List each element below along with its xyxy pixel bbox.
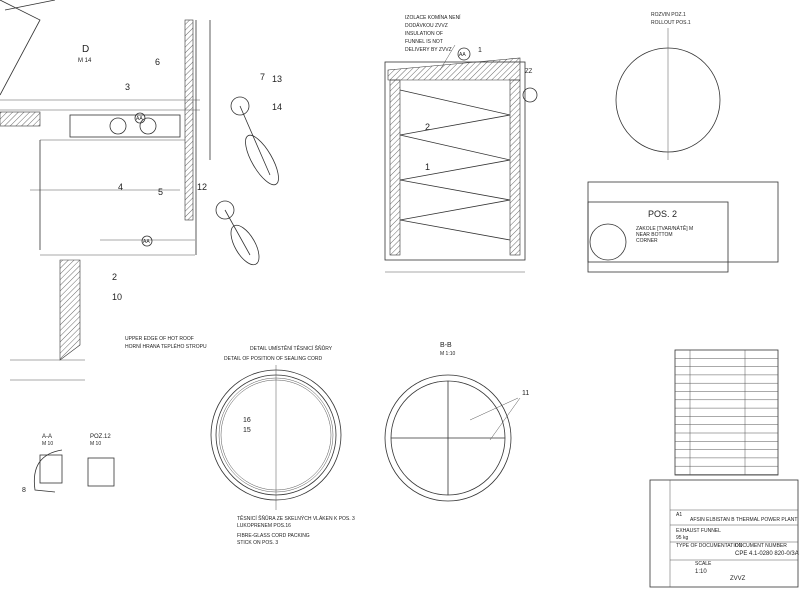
label: ZZ <box>525 69 533 75</box>
label: TĚSNICÍ ŠŇŮRA ZE SKELNÝCH VLÁKEN K POS. … <box>237 514 355 522</box>
label: POS. 2 <box>648 209 677 219</box>
label: DODÁVKOU ZVVZ <box>405 22 448 29</box>
detail-d: D M 14 AA AA 6 7 13 14 3 4 <box>0 0 282 381</box>
section-mark: AA <box>143 239 150 245</box>
label: CPE 4.1-0280 820-0/3A <box>735 551 799 557</box>
label: DETAIL UMÍSTĚNÍ TĚSNICÍ ŠŇŮRY <box>250 344 333 352</box>
label: ZAKOLE [TVAR/NÁTĚ] M <box>636 224 693 232</box>
pos2-plate: POS. 2 ZAKOLE [TVAR/NÁTĚ] M NEAR BOTTOM … <box>587 181 779 273</box>
label: 7 <box>260 72 265 82</box>
label: 1:10 <box>695 569 707 575</box>
label: M 10 <box>42 441 53 447</box>
label: EXHAUST FUNNEL <box>676 528 721 534</box>
label: 8 <box>22 487 26 494</box>
label: 12 <box>197 182 207 192</box>
label: 1 <box>478 47 482 54</box>
sealing-detail: DETAIL UMÍSTĚNÍ TĚSNICÍ ŠŇŮRY DETAIL OF … <box>210 344 355 546</box>
label: LUKOPRENEM POS.16 <box>237 523 291 529</box>
label: INSULATION OF <box>405 31 443 37</box>
label: 6 <box>155 57 160 67</box>
parts-list <box>674 349 779 476</box>
label: DOCUMENT NUMBER <box>735 543 787 549</box>
label: DELIVERY BY ZVVZ <box>405 47 452 53</box>
label: 16 <box>243 417 251 424</box>
label: IZOLACE KOMÍNA NENÍ <box>405 14 461 21</box>
label: 2 <box>112 272 117 282</box>
label: B-B <box>440 342 452 349</box>
label: 95 kg <box>676 535 688 541</box>
roof-note-cz: HORNÍ HRANA TEPLÉHO STROPU <box>125 343 207 350</box>
label: DETAIL OF POSITION OF SEALING CORD <box>224 356 322 362</box>
label: 5 <box>158 187 163 197</box>
section-mark: AA <box>136 116 143 122</box>
funnel-section: IZOLACE KOMÍNA NENÍ DODÁVKOU ZVVZ INSULA… <box>384 14 538 273</box>
label: 11 <box>522 390 529 397</box>
roof-note-en: UPPER EDGE OF HOT ROOF <box>125 336 194 342</box>
rollout-pos1: ROZVIN POZ.1 ROLLOUT POS.1 <box>615 12 721 160</box>
label: ROLLOUT POS.1 <box>651 20 691 26</box>
label: ZVVZ <box>730 576 746 582</box>
label: AFSIN ELBISTAN B THERMAL POWER PLANT <box>690 517 797 523</box>
poz12: POZ.12 M 10 <box>87 434 115 487</box>
label: A-A <box>42 434 52 440</box>
label: NEAR BOTTOM <box>636 232 673 238</box>
title-block: AFSIN ELBISTAN B THERMAL POWER PLANT A1 … <box>649 479 799 588</box>
label: STICK ON POS. 3 <box>237 540 278 546</box>
label: FIBRE-GLASS CORD PACKING <box>237 533 310 539</box>
label: TYPE OF DOCUMENTATION <box>676 543 743 549</box>
label: M 1:10 <box>440 351 456 357</box>
label: FUNNEL IS NOT <box>405 39 443 45</box>
wall-hatch <box>184 19 194 221</box>
position-numbers: 6 7 13 14 3 4 5 12 2 10 <box>112 57 282 302</box>
label: AA <box>459 52 466 58</box>
label: 1 <box>425 162 430 172</box>
label: POZ.12 <box>90 434 111 440</box>
label: SCALE <box>695 561 712 567</box>
label: 10 <box>112 292 122 302</box>
label: 14 <box>272 102 282 112</box>
label: 15 <box>243 427 251 434</box>
label: CORNER <box>636 238 658 244</box>
label: 3 <box>125 82 130 92</box>
label: M 10 <box>90 441 101 447</box>
label: 13 <box>272 74 282 84</box>
section-aa: A-A M 10 8 <box>22 434 63 494</box>
label: A1 <box>676 512 682 518</box>
label: 4 <box>118 182 123 192</box>
label: 2 <box>425 122 430 132</box>
label: ROZVIN POZ.1 <box>651 12 686 18</box>
detail-d-title: D <box>82 44 89 55</box>
detail-d-scale: M 14 <box>78 58 92 64</box>
section-bb: B-B M 1:10 11 <box>384 342 529 502</box>
